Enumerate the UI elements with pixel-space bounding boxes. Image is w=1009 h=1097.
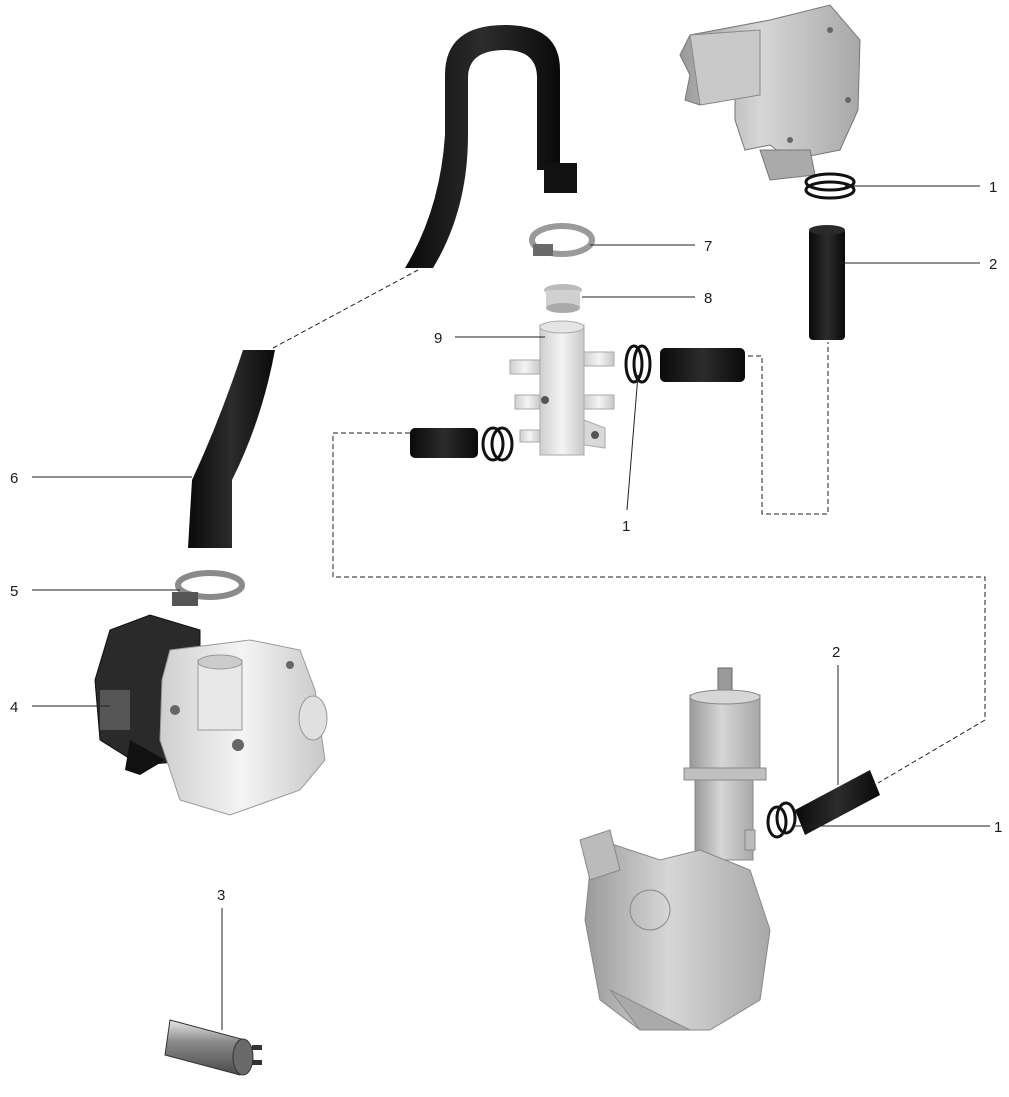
callout-4: 4	[10, 699, 18, 716]
connector-hose-middle-right	[660, 348, 745, 382]
capacitor-3	[165, 1020, 262, 1075]
connector-hose-2-top	[809, 225, 845, 340]
callout-2-bottom: 2	[832, 644, 840, 661]
hose-clamp-1-left	[483, 428, 512, 460]
lower-sump-housing	[580, 668, 770, 1030]
callout-2-top: 2	[989, 256, 997, 273]
callout-1-top: 1	[989, 179, 997, 196]
callout-3: 3	[217, 887, 225, 904]
callout-1-middle: 1	[622, 518, 630, 535]
drain-hose-lower	[188, 350, 275, 548]
rubber-bush-8	[544, 284, 582, 313]
upper-spray-housing	[680, 5, 860, 180]
drain-hose-upper	[405, 25, 577, 268]
connector-hose-middle-left	[410, 428, 478, 458]
callout-5: 5	[10, 583, 18, 600]
callout-1-bottom: 1	[994, 819, 1002, 836]
hose-clamp-7	[532, 226, 592, 256]
leader-lines	[32, 186, 990, 1030]
callout-7: 7	[704, 238, 712, 255]
wash-pump-4	[95, 615, 327, 815]
callout-8: 8	[704, 290, 712, 307]
callout-6: 6	[10, 470, 18, 487]
manifold-fitting-9	[510, 321, 614, 455]
callout-9: 9	[434, 330, 442, 347]
hose-clamp-5	[172, 573, 242, 606]
hose-clamp-1-bottom	[768, 803, 795, 837]
